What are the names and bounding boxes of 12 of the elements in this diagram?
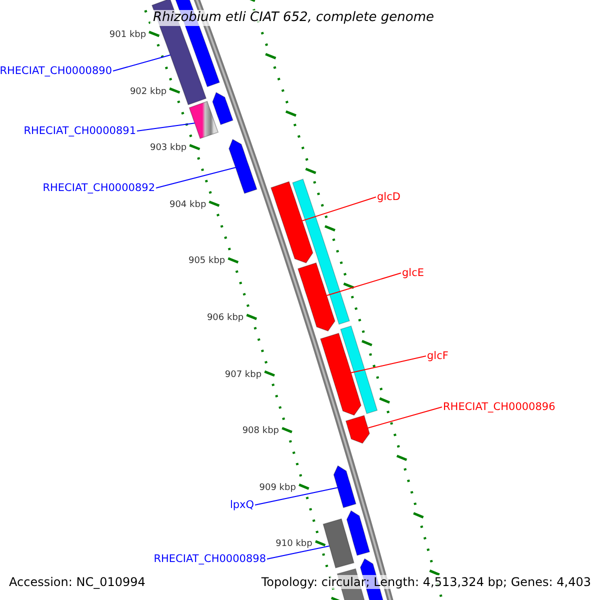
tick-label: 904 kbp [169, 198, 206, 212]
genome-summary-text: Topology: circular; Length: 4,513,324 bp; Genes: 4,403 [261, 575, 591, 589]
tick-label: 901 kbp [109, 28, 146, 42]
tick-label: 908 kbp [242, 425, 280, 438]
tick-label: 910 kbp [276, 538, 312, 552]
tick-label: 909 kbp [259, 482, 296, 495]
tick-label: 903 kbp [150, 142, 187, 156]
tick-label: 902 kbp [130, 86, 167, 99]
tick-label: 907 kbp [224, 368, 262, 382]
tick-label: 905 kbp [188, 255, 226, 268]
tick-label: 906 kbp [206, 312, 244, 325]
accession-text: Accession: NC_010994 [9, 575, 146, 589]
